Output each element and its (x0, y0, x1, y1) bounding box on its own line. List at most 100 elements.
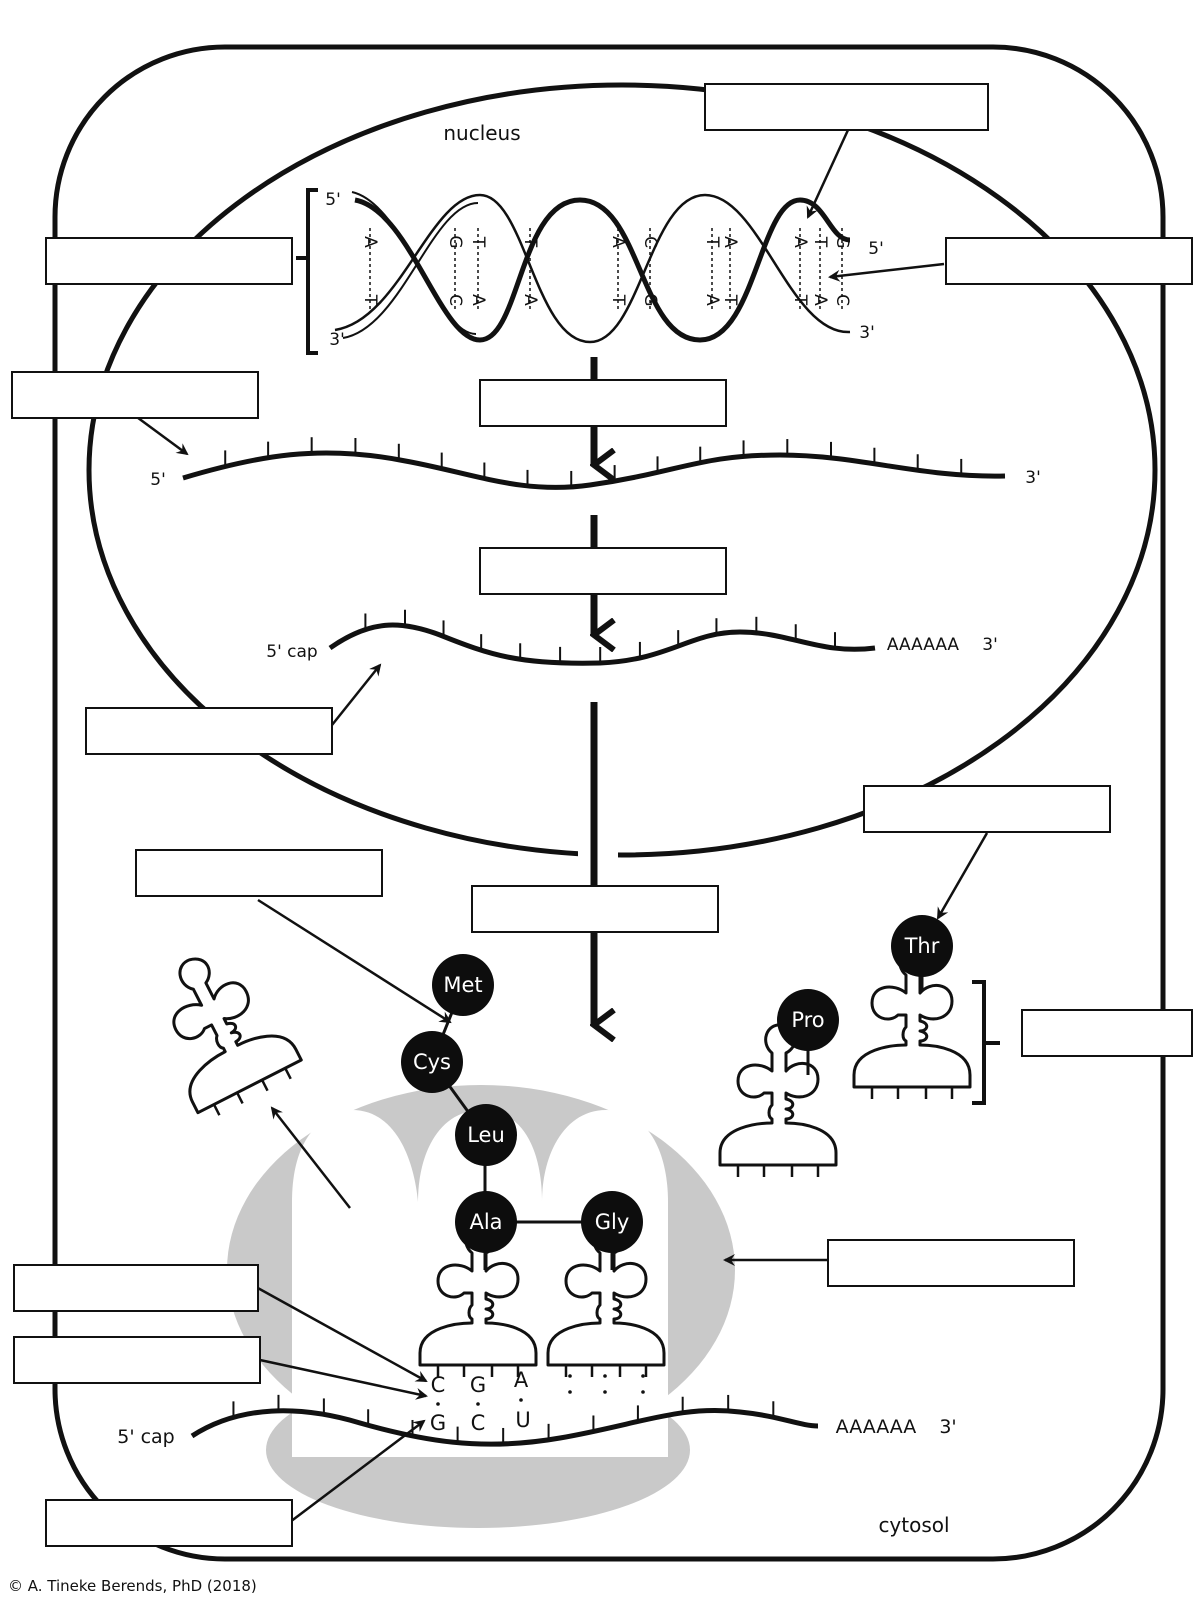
svg-text:Thr: Thr (904, 934, 940, 958)
trna-a-site (546, 1223, 666, 1377)
blank-label-boxes (11, 83, 1193, 1547)
dna-base-top: G (832, 235, 852, 248)
anticodon-base-1: C (431, 1373, 446, 1397)
dna-base-bottom: C (832, 294, 852, 306)
dna-base-bottom: T (360, 294, 380, 306)
dna-base-bottom: T (790, 294, 810, 306)
pre-mrna-5prime: 5' (150, 470, 166, 490)
cell-membrane (52, 44, 1166, 1562)
blank-label-box[interactable] (945, 237, 1193, 285)
dna-base-bottom: T (720, 294, 740, 306)
dna-base-pair: TA (468, 228, 488, 312)
dna-base-pair: AT (790, 228, 810, 312)
amino-acid-thr: Thr (891, 915, 953, 977)
amino-acids: Met Cys Leu Ala Gly Pro Thr (401, 915, 953, 1253)
blank-label-box[interactable] (471, 885, 719, 933)
dna-base-bottom: A (468, 294, 488, 306)
blank-label-box[interactable] (45, 237, 293, 285)
trna-exiting (172, 957, 303, 1116)
anticodon-codon: C G A G C U (430, 1368, 645, 1435)
dna-base-top: T (468, 236, 488, 248)
blank-label-box[interactable] (479, 379, 727, 427)
dna-bottom-3prime: 3' (329, 330, 345, 350)
pre-mrna: 5' 3' (150, 437, 1041, 490)
mature-mrna-5prime-cap: 5' cap (266, 642, 317, 662)
blank-label-box[interactable] (13, 1264, 259, 1312)
blank-label-box[interactable] (11, 371, 259, 419)
dna-base-top: T (810, 236, 830, 248)
dna-base-bottom: G (640, 293, 660, 306)
dna-base-pair: TA (810, 228, 830, 312)
trna-bracket (972, 980, 986, 1105)
amino-acid-met: Met (432, 954, 494, 1016)
ribosome-e-site (292, 1110, 418, 1457)
blank-label-box[interactable] (479, 547, 727, 595)
dna-base-pair: GC (445, 228, 465, 312)
pre-mrna-3prime: 3' (1025, 468, 1041, 488)
codon-base-1: G (430, 1411, 446, 1435)
codon-base-3: U (515, 1408, 530, 1432)
blank-label-box[interactable] (704, 83, 989, 131)
dna-base-pair: AT (608, 228, 628, 312)
blank-label-box[interactable] (135, 849, 383, 897)
trna-thr (852, 945, 972, 1099)
dna-base-pair: AT (360, 228, 380, 312)
dna-base-top: A (790, 236, 810, 248)
anticodon-base-2: G (470, 1373, 486, 1397)
svg-text:Pro: Pro (791, 1008, 824, 1032)
cytosol-label: cytosol (878, 1513, 949, 1537)
blank-label-box[interactable] (863, 785, 1111, 833)
trna-group (172, 945, 972, 1377)
codon-base-2: C (471, 1411, 486, 1435)
dna-base-top: A (360, 236, 380, 248)
svg-text:Cys: Cys (413, 1050, 451, 1074)
blank-label-box[interactable] (13, 1336, 261, 1384)
svg-text:Leu: Leu (467, 1123, 505, 1147)
translating-mrna-3prime: 3' (939, 1416, 956, 1438)
dna-base-bottom: A (520, 294, 540, 306)
dna-base-bottom: A (702, 294, 722, 306)
dna-base-pair: GC (832, 228, 852, 312)
svg-text:Ala: Ala (469, 1210, 502, 1234)
dna-base-top: A (608, 236, 628, 248)
translating-mrna-poly-a: AAAAAA (836, 1416, 917, 1438)
amino-acid-ala: Ala (455, 1191, 517, 1253)
mature-mrna-ticks (364, 609, 837, 663)
amino-acid-pro: Pro (777, 989, 839, 1051)
mature-mrna-3prime: 3' (982, 635, 998, 655)
blank-label-box[interactable] (1021, 1009, 1193, 1057)
translating-mrna-ticks (232, 1394, 775, 1444)
mature-mrna: 5' cap AAAAAA 3' (266, 609, 998, 666)
nuclear-pore-gap (578, 820, 618, 860)
svg-text:Met: Met (443, 973, 482, 997)
dna-base-bottom: C (445, 294, 465, 306)
amino-acid-leu: Leu (455, 1104, 517, 1166)
mature-mrna-poly-a: AAAAAA (887, 635, 960, 655)
dna-base-top: A (720, 236, 740, 248)
trna-pro (718, 1023, 838, 1177)
dna-right-5prime: 5' (868, 239, 884, 259)
dna-right-3prime: 3' (859, 323, 875, 343)
dna-strand-thin (334, 193, 851, 344)
svg-text:Gly: Gly (595, 1210, 630, 1234)
anticodon-base-3: A (514, 1368, 529, 1392)
nucleus-label: nucleus (443, 121, 520, 145)
blank-label-box[interactable] (45, 1499, 293, 1547)
dna-strand-thick (354, 197, 851, 343)
blank-label-box[interactable] (827, 1239, 1075, 1287)
dna-base-pair: TA (702, 228, 722, 312)
dna-base-top: T (520, 236, 540, 248)
dna-top-5prime: 5' (325, 190, 341, 210)
dna-base-bottom: A (810, 294, 830, 306)
dna-base-top: G (445, 235, 465, 248)
dna-base-pair: CG (640, 228, 660, 312)
copyright-label: © A. Tineke Berends, PhD (2018) (8, 1577, 257, 1595)
blank-label-box[interactable] (85, 707, 333, 755)
translating-mrna-5prime-cap: 5' cap (117, 1426, 175, 1448)
amino-acid-cys: Cys (401, 1031, 463, 1093)
dna-base-pair: AT (720, 228, 740, 312)
dna-base-pair: TA (520, 228, 540, 312)
